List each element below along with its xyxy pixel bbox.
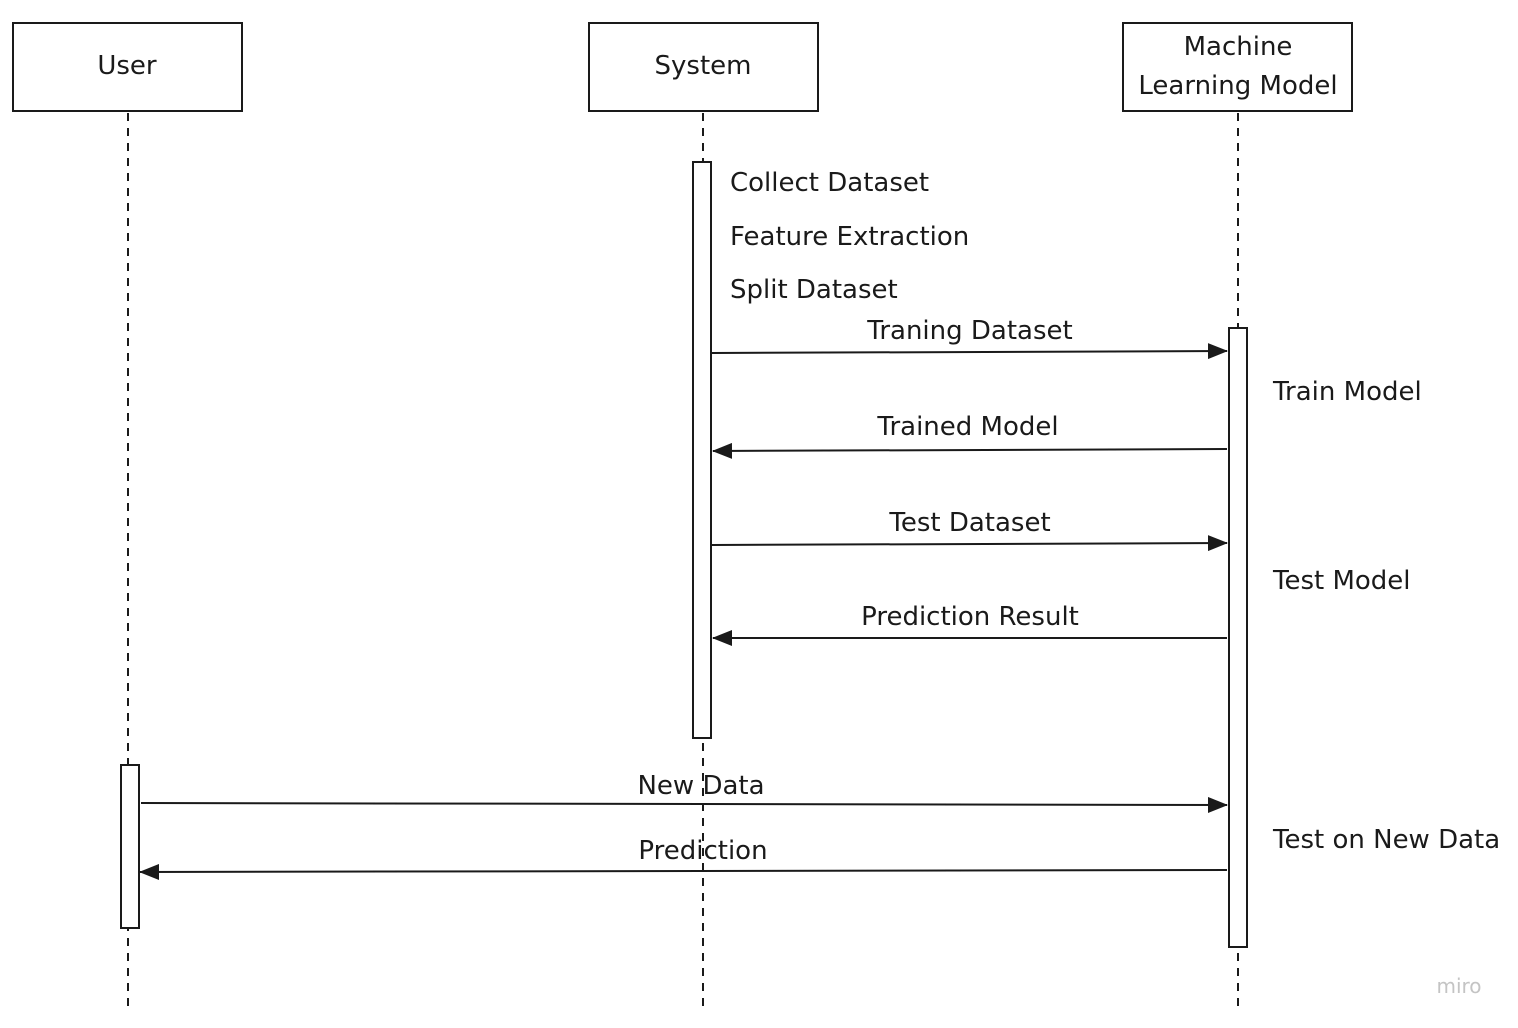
ml-step-train-model: Train Model	[1272, 377, 1422, 407]
message-arrow	[140, 796, 1228, 813]
message-arrow	[711, 343, 1228, 360]
miro-watermark: miro	[1436, 974, 1481, 998]
ml-step-test-model: Test Model	[1272, 566, 1411, 596]
actor-ml-model-label-line2: Learning Model	[1138, 71, 1337, 101]
actor-ml-model[interactable]: Machine Learning Model	[1122, 22, 1353, 112]
actor-ml-model-label-line1: Machine	[1184, 32, 1293, 62]
user-activation-bar	[120, 764, 140, 929]
actor-user-box	[12, 22, 243, 112]
actor-user[interactable]: User	[12, 22, 243, 112]
message-prediction[interactable]: Prediction	[139, 836, 1228, 880]
message-label: Test Dataset	[888, 508, 1050, 538]
message-label: Prediction	[638, 836, 767, 866]
message-trained-model[interactable]: Trained Model	[712, 412, 1228, 459]
message-training-dataset[interactable]: Traning Dataset	[711, 316, 1228, 360]
message-prediction-result[interactable]: Prediction Result	[712, 602, 1227, 646]
actor-system[interactable]: System	[588, 22, 819, 112]
system-step-feature-extraction: Feature Extraction	[730, 222, 969, 252]
message-test-dataset[interactable]: Test Dataset	[711, 508, 1228, 552]
message-arrow	[711, 535, 1228, 552]
system-step-collect-dataset: Collect Dataset	[730, 168, 929, 198]
system-step-split-dataset: Split Dataset	[730, 275, 898, 305]
message-label: Trained Model	[876, 412, 1058, 442]
ml-step-test-on-new-data: Test on New Data	[1272, 825, 1500, 855]
message-new-data[interactable]: New Data	[140, 771, 1228, 813]
message-label: New Data	[637, 771, 764, 801]
ml-activation-bar	[1228, 327, 1248, 948]
actor-ml-model-box	[1122, 22, 1353, 112]
actor-system-label: System	[655, 51, 752, 81]
message-label: Traning Dataset	[866, 316, 1072, 346]
system-activation-bar	[692, 161, 712, 739]
actor-system-box	[588, 22, 819, 112]
message-label: Prediction Result	[861, 602, 1079, 632]
message-arrow	[139, 863, 1228, 880]
message-arrow	[712, 442, 1228, 459]
actor-user-label: User	[97, 51, 157, 81]
